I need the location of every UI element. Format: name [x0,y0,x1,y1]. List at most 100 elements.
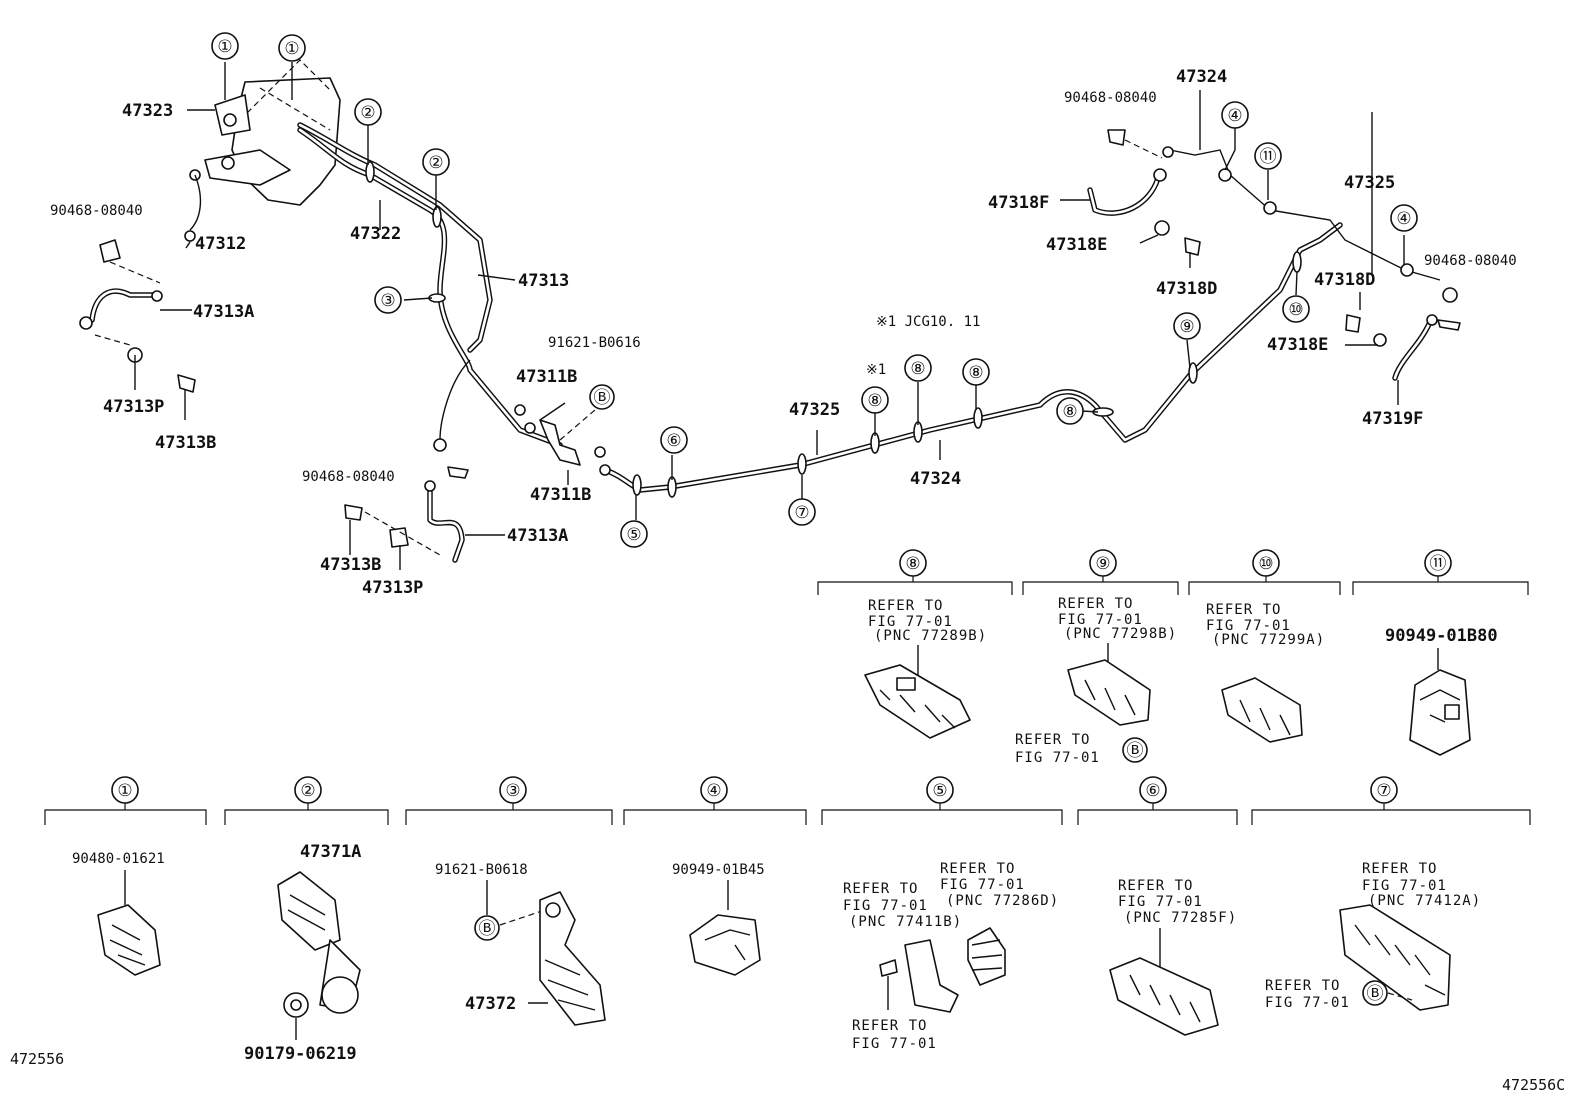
svg-text:⑩: ⑩ [1258,554,1273,574]
callout-8b: ⑧ [904,354,932,382]
callout-8d: ⑧ [1056,397,1084,425]
callout-4b: ④ [1390,204,1418,232]
svg-text:⑥: ⑥ [1145,781,1160,801]
diagram-id-right: 472556C [1502,1076,1565,1094]
callout-4a: ④ [1221,101,1249,129]
callout-8c: ⑧ [962,358,990,386]
diagram-id-left: 472556 [10,1050,64,1068]
callout-2b: ② [422,148,450,176]
svg-text:④: ④ [1396,209,1411,229]
callout-1b: ① [278,34,306,62]
part-label: 47322 [350,224,401,244]
part-labels: 47323 90468-08040 47312 47313A 47313P 47… [50,67,1517,598]
clip-47371a-icon [277,871,361,1018]
svg-text:③: ③ [505,781,520,801]
svg-text:①: ① [117,781,132,801]
svg-text:⑦: ⑦ [794,503,809,523]
svg-text:90480-01621: 90480-01621 [72,851,165,867]
svg-text:FIG 77-01: FIG 77-01 [852,1036,937,1052]
svg-text:FIG 77-01: FIG 77-01 [1015,750,1100,766]
front-right-hose [344,438,469,563]
part-label: 47311B [516,367,577,387]
svg-text:⑩: ⑩ [1288,300,1303,320]
clip-90480-01621-icon [97,904,161,976]
brake-pipes [189,90,1441,493]
detail-panel-7: ⑦ REFER TO FIG 77-01 (PNC 77412A) REFER … [1251,776,1531,1011]
svg-text:⑪: ⑪ [1260,147,1277,167]
part-label: 47313 [518,271,569,291]
detail-panel-11: ⑪ 90949-01B80 [1352,549,1529,756]
svg-text:(PNC 77299A): (PNC 77299A) [1212,632,1325,648]
callout-7: ⑦ [788,498,816,526]
clip-77411b-icon [879,939,959,1013]
detail-panel-3: ③ 91621-B0618 Ⓑ 47372 [405,776,613,1026]
part-label: 47313A [193,302,254,322]
part-label: ※1 JCG10. 11 [876,314,980,330]
svg-text:⑨: ⑨ [1095,554,1110,574]
part-label: 47318F [988,193,1049,213]
svg-text:Ⓑ: Ⓑ [1127,741,1144,761]
svg-text:(PNC 77289B): (PNC 77289B) [874,628,987,644]
clip-90949-01b45-icon [689,914,761,976]
svg-text:REFER TO: REFER TO [1015,732,1090,748]
callout-B1: Ⓑ [589,384,615,410]
callout-8a: ⑧ [861,386,889,414]
svg-text:⑤: ⑤ [626,525,641,545]
part-label: 47325 [1344,173,1395,193]
rear-left-hose [1087,129,1201,256]
leader-lines [134,62,1405,570]
svg-text:FIG 77-01: FIG 77-01 [868,614,953,630]
svg-text:REFER TO: REFER TO [843,881,918,897]
detail-panel-1: ① 90480-01621 [44,776,207,976]
part-label: 47313B [320,555,381,575]
detail-panel-6: ⑥ REFER TO FIG 77-01 (PNC 77285F) [1077,776,1238,1036]
svg-text:⑤: ⑤ [932,781,947,801]
svg-text:47371A: 47371A [300,842,361,862]
master-cylinder-assembly [189,59,341,206]
part-label: 47313A [507,526,568,546]
svg-text:②: ② [300,781,315,801]
svg-text:REFER TO: REFER TO [1058,596,1133,612]
bracket-47311b [514,404,611,476]
detail-panel-10: ⑩ REFER TO FIG 77-01 (PNC 77299A) [1188,549,1341,743]
svg-text:⑧: ⑧ [905,554,920,574]
part-label: 47313P [362,578,423,598]
part-label: 47313P [103,397,164,417]
part-label: 47324 [1176,67,1227,87]
clip-77299a-icon [1221,677,1303,743]
svg-text:①: ① [284,39,299,59]
svg-text:REFER TO: REFER TO [1362,861,1437,877]
clip-77412a-icon [1339,904,1451,1011]
part-label: 47323 [122,101,173,121]
detail-panel-5: ⑤ REFER TO FIG 77-01 (PNC 77411B) REFER … [821,776,1063,1052]
svg-text:REFER TO: REFER TO [1265,978,1340,994]
svg-text:⑪: ⑪ [1430,554,1447,574]
svg-text:⑧: ⑧ [1062,402,1077,422]
svg-text:REFER TO: REFER TO [868,598,943,614]
svg-text:91621-B0618: 91621-B0618 [435,862,528,878]
callouts: ① ① ② ② ③ ④ ④ ⑤ ⑥ ⑦ ⑧ ⑧ ⑧ ⑧ ⑨ ⑩ ⑪ Ⓑ [211,32,1418,548]
svg-text:(PNC 77298B): (PNC 77298B) [1064,626,1177,642]
svg-text:⑧: ⑧ [867,391,882,411]
clip-47372-icon [539,891,606,1026]
callout-11: ⑪ [1254,142,1282,170]
svg-text:⑦: ⑦ [1376,781,1391,801]
svg-text:Ⓑ: Ⓑ [594,388,611,408]
svg-text:REFER TO: REFER TO [852,1018,927,1034]
callout-10: ⑩ [1282,295,1310,323]
svg-text:FIG 77-01: FIG 77-01 [1362,878,1447,894]
clip-77298b-icon [1067,659,1151,726]
svg-text:FIG 77-01: FIG 77-01 [1058,612,1143,628]
callout-1a: ① [211,32,239,60]
part-label: 47313B [155,433,216,453]
svg-text:⑥: ⑥ [666,431,681,451]
callout-5: ⑤ [620,520,648,548]
rear-right-hose [1345,287,1461,381]
svg-text:90179-06219: 90179-06219 [244,1044,357,1064]
svg-text:FIG 77-01: FIG 77-01 [1118,894,1203,910]
part-label: 47325 [789,400,840,420]
svg-text:(PNC 77411B): (PNC 77411B) [849,914,962,930]
callout-3: ③ [374,286,402,314]
part-label: 90468-08040 [50,203,143,219]
